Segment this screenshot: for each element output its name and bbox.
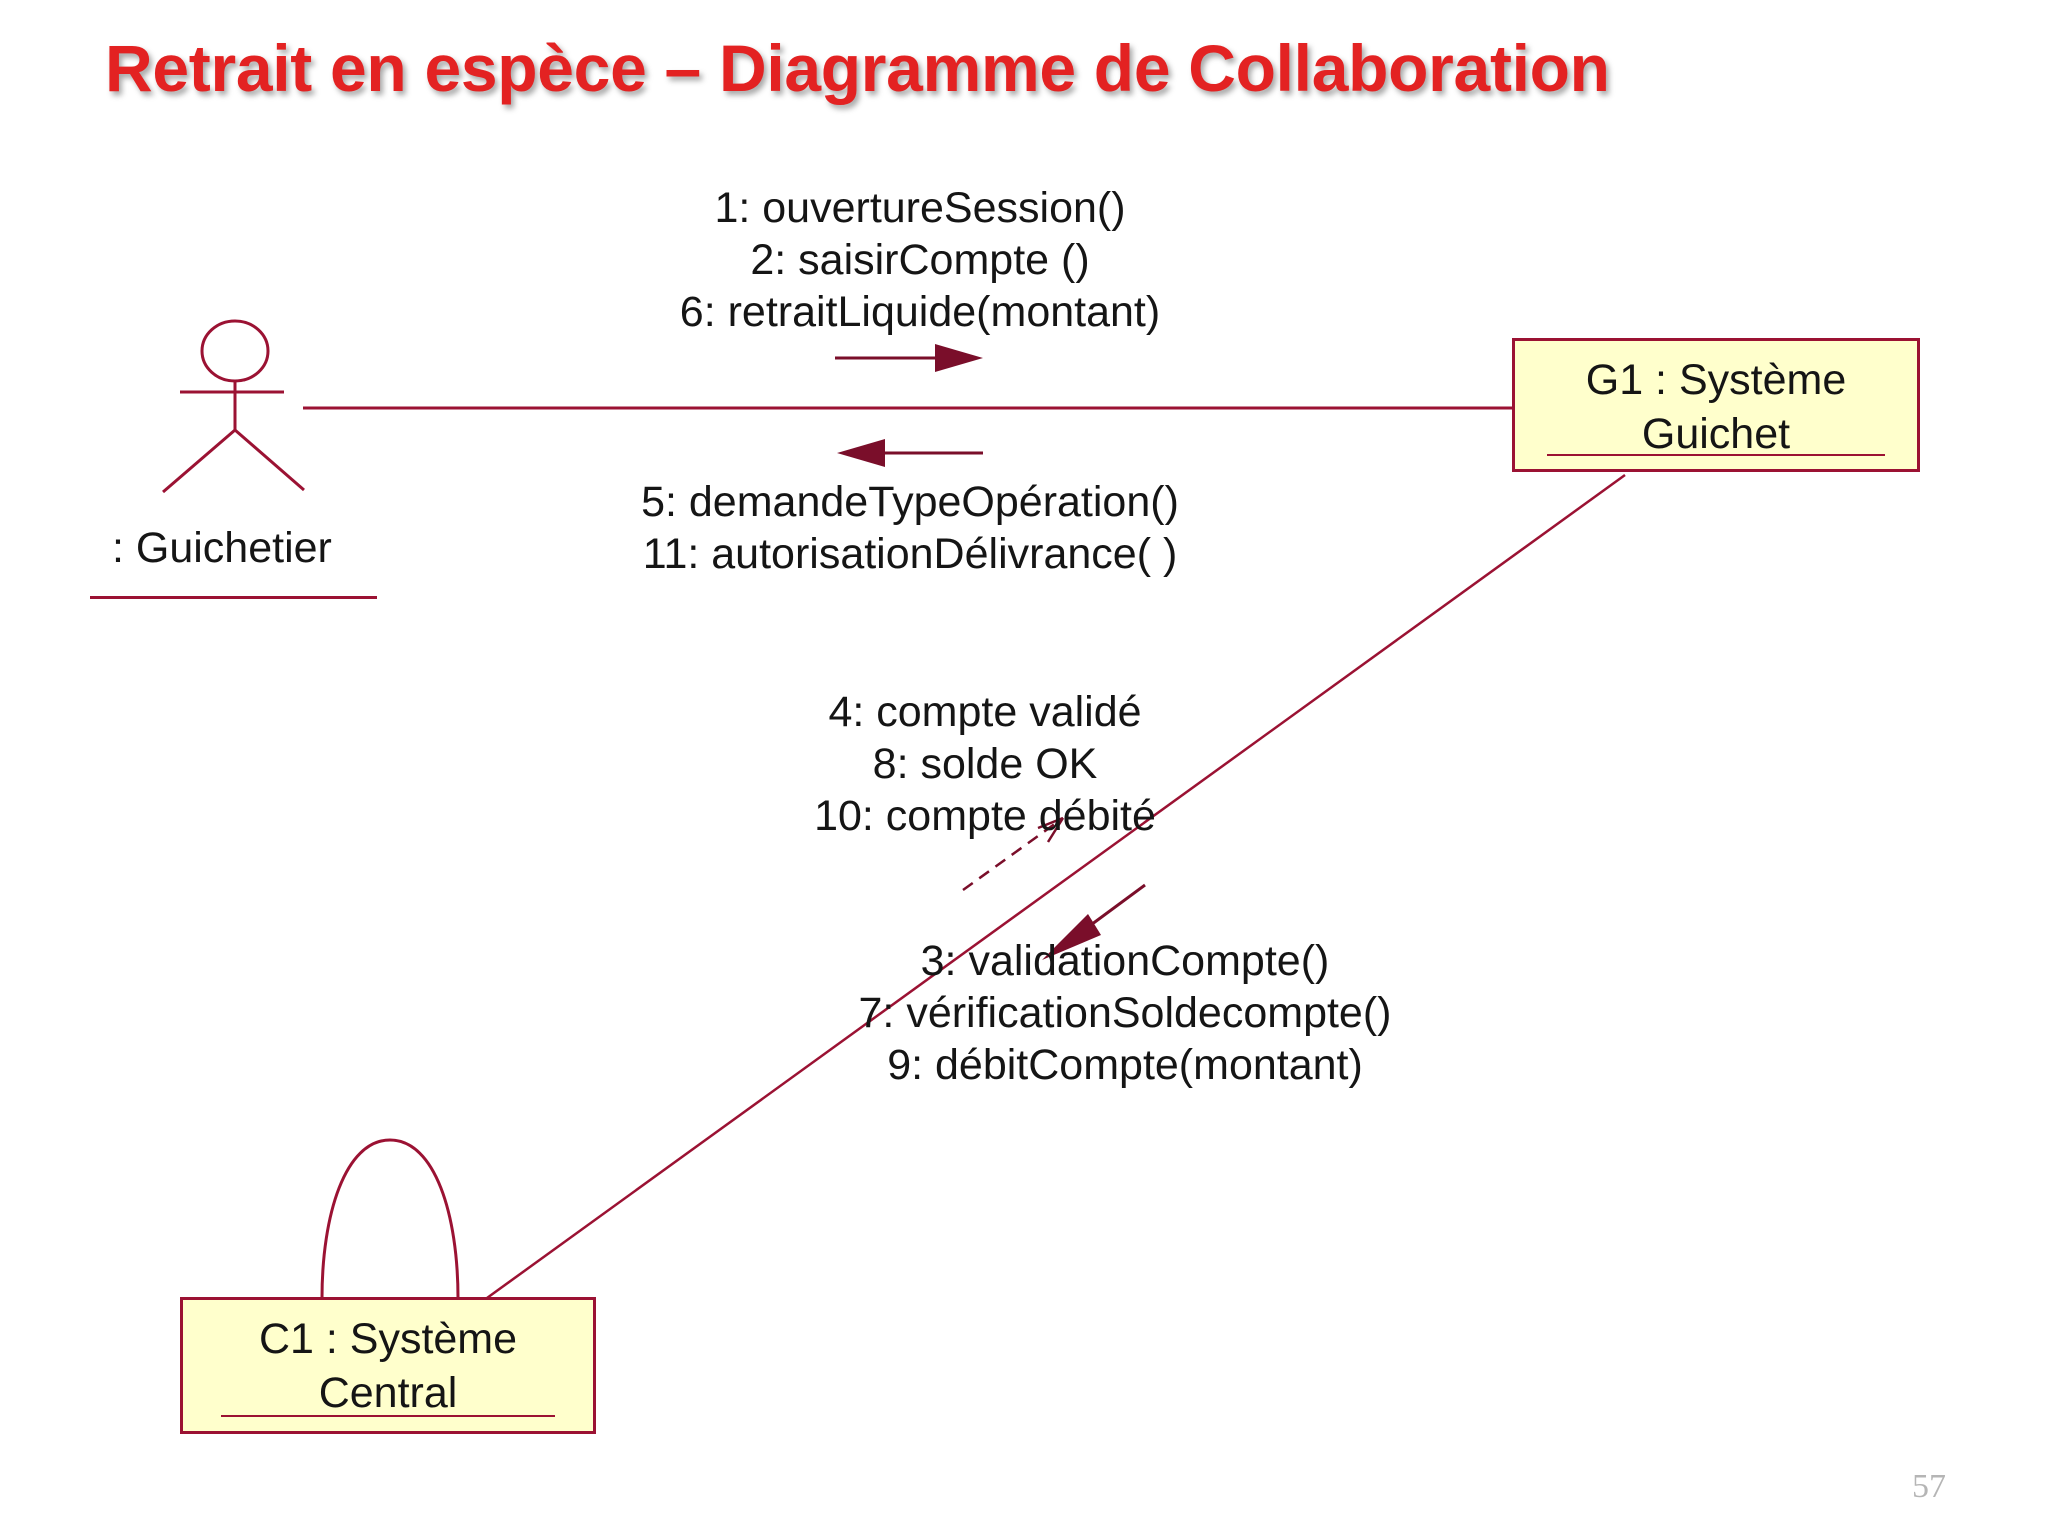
message-label: 7: vérificationSoldecompte() — [858, 989, 1392, 1037]
object-guichet[interactable]: G1 : Système Guichet — [1512, 338, 1920, 472]
object-name-underline — [221, 1415, 555, 1417]
object-name-line1: G1 : Système — [1585, 356, 1847, 404]
message-arrow-left — [837, 439, 983, 467]
actor-label: : Guichetier — [112, 524, 332, 572]
message-label: 5: demandeTypeOpération() — [641, 478, 1179, 526]
self-loop-central — [320, 1138, 460, 1299]
object-name-line1: C1 : Système — [258, 1315, 518, 1363]
messages-to-central: 3: validationCompte() 7: vérificationSol… — [800, 935, 1450, 1091]
message-label: 10: compte débité — [814, 792, 1156, 840]
message-label: 1: ouvertureSession() — [714, 184, 1126, 232]
guichetier-actor-icon — [162, 319, 305, 494]
messages-replies-to-guichet: 4: compte validé 8: solde OK 10: compte … — [760, 686, 1210, 842]
object-name-underline — [1547, 454, 1885, 456]
message-label: 2: saisirCompte () — [750, 236, 1090, 284]
message-label: 11: autorisationDélivrance( ) — [642, 530, 1178, 578]
page-number: 57 — [1912, 1468, 1946, 1505]
message-arrow-down-left — [1042, 883, 1146, 960]
message-arrow-right — [835, 344, 983, 372]
message-label: 4: compte validé — [828, 688, 1142, 736]
message-label: 3: validationCompte() — [920, 937, 1330, 985]
object-central[interactable]: C1 : Système Central — [180, 1297, 596, 1434]
actor-label-underline — [90, 596, 377, 599]
messages-to-guichet: 1: ouvertureSession() 2: saisirCompte ()… — [620, 182, 1220, 338]
object-name-line2: Central — [318, 1369, 458, 1417]
message-label: 6: retraitLiquide(montant) — [679, 288, 1161, 336]
object-name-line2: Guichet — [1641, 410, 1791, 458]
return-arrow-dashed — [962, 816, 1065, 892]
message-label: 9: débitCompte(montant) — [887, 1041, 1363, 1089]
link-guichet-central — [486, 473, 1626, 1300]
slide-title: Retrait en espèce – Diagramme de Collabo… — [105, 31, 1610, 105]
message-label: 8: solde OK — [872, 740, 1098, 788]
messages-to-guichetier: 5: demandeTypeOpération() 11: autorisati… — [590, 476, 1230, 580]
